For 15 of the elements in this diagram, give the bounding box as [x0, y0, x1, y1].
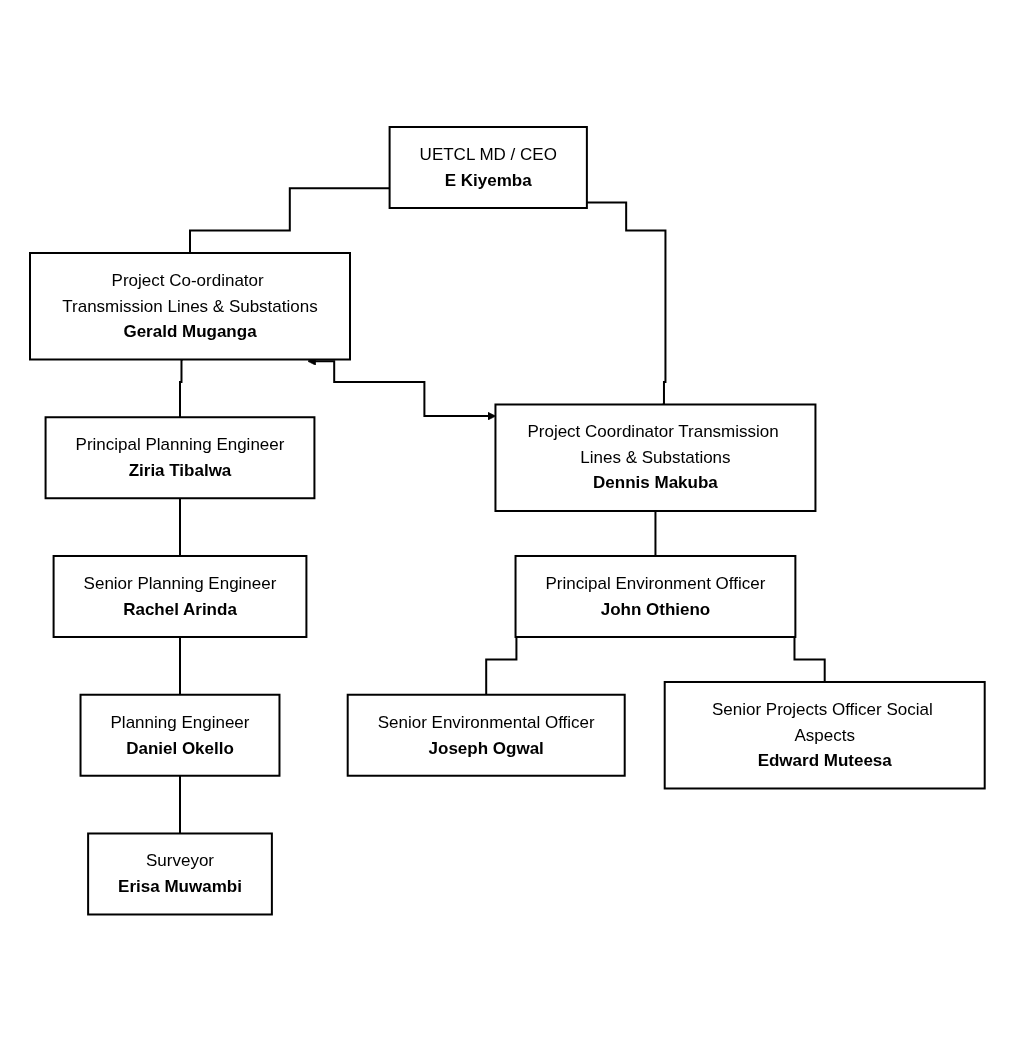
- node-box: [346, 693, 626, 777]
- node-box: [388, 125, 588, 209]
- node-box: [79, 693, 281, 777]
- node-box: [44, 416, 316, 499]
- node-box: [86, 832, 273, 916]
- connector: [654, 509, 657, 557]
- connector: [178, 497, 181, 557]
- node-box: [514, 554, 796, 638]
- node-box: [52, 554, 308, 638]
- node-box: [494, 403, 817, 512]
- connector: [178, 358, 184, 418]
- connector: [178, 635, 181, 696]
- node-box: [663, 680, 986, 790]
- connector: [178, 774, 181, 835]
- node-box: [28, 251, 351, 361]
